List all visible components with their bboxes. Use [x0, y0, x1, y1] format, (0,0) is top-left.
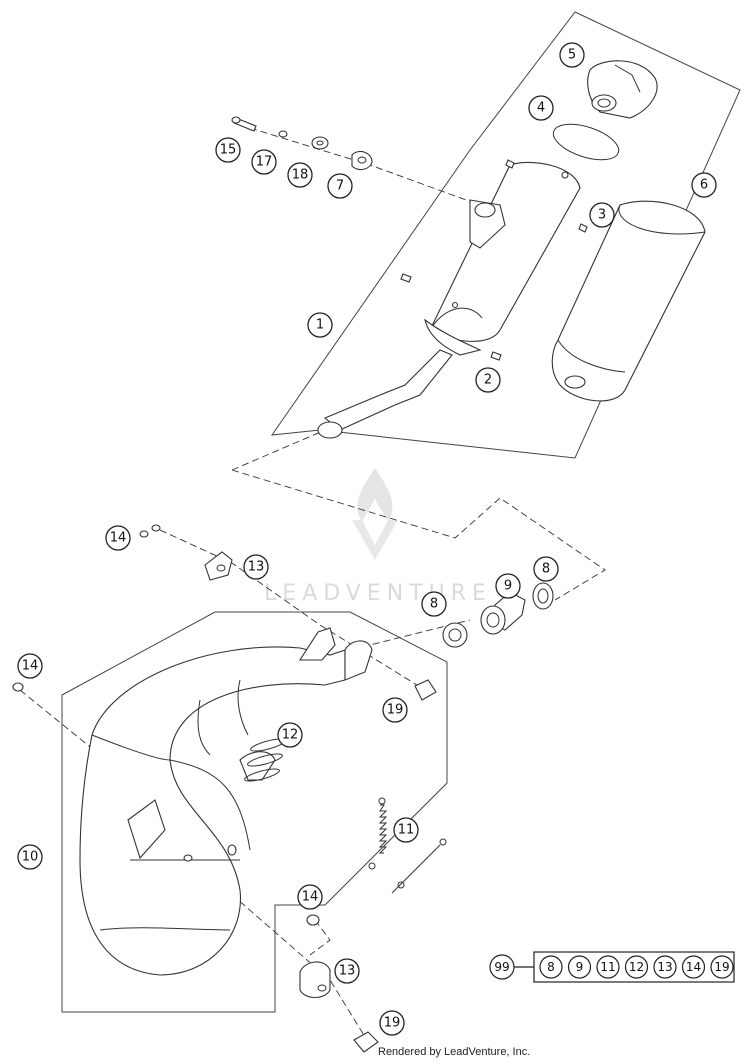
callout-label: 4	[537, 101, 545, 116]
callout-3: 3	[589, 202, 615, 228]
callout-label: 3	[598, 208, 606, 223]
header-pipe-group-frame	[61, 611, 448, 1013]
coupling-part	[442, 582, 554, 648]
kit-item-label: 19	[714, 960, 729, 974]
kit-item-14: 14	[681, 955, 706, 979]
rivet-parts	[400, 159, 588, 361]
footer-credit: Rendered by LeadVenture, Inc.	[378, 1046, 531, 1058]
callout-label: 13	[339, 964, 356, 979]
callout-label: 5	[568, 48, 576, 63]
callout-8: 8	[533, 556, 559, 582]
callout-label: 8	[542, 562, 550, 577]
watermark-text: LEADVENTURE	[264, 581, 492, 606]
callout-label: 1	[316, 318, 324, 333]
callout-7: 7	[327, 173, 353, 199]
callout-15: 15	[215, 137, 241, 163]
callout-17: 17	[251, 149, 277, 175]
kit-item-13: 13	[653, 955, 677, 979]
kit-item-label: 13	[657, 960, 672, 974]
callout-12: 12	[277, 722, 303, 748]
o-ring-part	[552, 123, 620, 161]
watermark: LEADVENTURE	[264, 468, 492, 606]
callout-label: 19	[387, 703, 404, 718]
callout-1: 1	[307, 312, 333, 338]
callout-label: 11	[398, 823, 415, 838]
callout-label: 18	[292, 168, 309, 183]
callout-19: 19	[379, 1010, 405, 1036]
kit-item-label: 11	[600, 960, 615, 974]
callout-2: 2	[475, 367, 501, 393]
kit-label: 99 8 9 11 12 13 14 19	[489, 951, 735, 983]
kit-item-8: 8	[539, 955, 563, 979]
callout-label: 14	[110, 531, 127, 546]
callout-label: 8	[430, 597, 438, 612]
callout-label: 12	[282, 728, 299, 743]
kit-item-label: 14	[686, 960, 701, 974]
v-logo-icon	[352, 520, 398, 560]
callout-6: 6	[691, 172, 717, 198]
callout-9: 9	[495, 573, 521, 599]
callout-14: 14	[17, 653, 43, 679]
kit-item-12: 12	[624, 955, 649, 979]
callout-label: 10	[22, 850, 39, 865]
callout-label: 19	[384, 1016, 401, 1031]
lower-mount-parts	[12, 679, 437, 1053]
end-cap-part	[587, 60, 658, 119]
silencer-shell-part	[551, 200, 706, 402]
kit-item-19: 19	[710, 955, 734, 979]
callout-13: 13	[243, 554, 269, 580]
callout-label: 14	[22, 659, 39, 674]
callout-label: 7	[336, 179, 344, 194]
callout-label: 17	[256, 155, 273, 170]
kit-item-label: 8	[547, 960, 555, 974]
callout-label: 13	[248, 560, 265, 575]
callout-label: 14	[302, 890, 319, 905]
kit-items: 8 9 11 12 13 14 19	[539, 955, 734, 979]
kit-item-9: 9	[567, 955, 592, 979]
kit-item-label: 9	[576, 960, 584, 974]
callout-18: 18	[287, 162, 313, 188]
kit-item-label: 12	[629, 960, 644, 974]
callout-5: 5	[559, 42, 585, 68]
kit-number: 99	[494, 960, 509, 974]
springs-part	[368, 797, 447, 894]
callout-13: 13	[334, 958, 360, 984]
callout-11: 11	[393, 817, 419, 843]
callout-19: 19	[382, 697, 408, 723]
callout-10: 10	[17, 844, 43, 870]
callout-label: 6	[700, 178, 708, 193]
silencer-body-part	[317, 161, 581, 439]
callout-4: 4	[528, 95, 554, 121]
callout-8: 8	[421, 591, 447, 617]
callout-label: 15	[220, 143, 237, 158]
callout-label: 9	[504, 579, 512, 594]
header-pipe-part	[79, 627, 373, 976]
callout-label: 2	[484, 373, 492, 388]
mounting-bolt-stack	[231, 116, 373, 171]
callout-14: 14	[297, 884, 323, 910]
callout-14: 14	[105, 525, 131, 551]
flame-logo-icon	[357, 468, 393, 522]
upper-bracket-bolts	[139, 524, 233, 581]
kit-item-11: 11	[596, 955, 620, 979]
